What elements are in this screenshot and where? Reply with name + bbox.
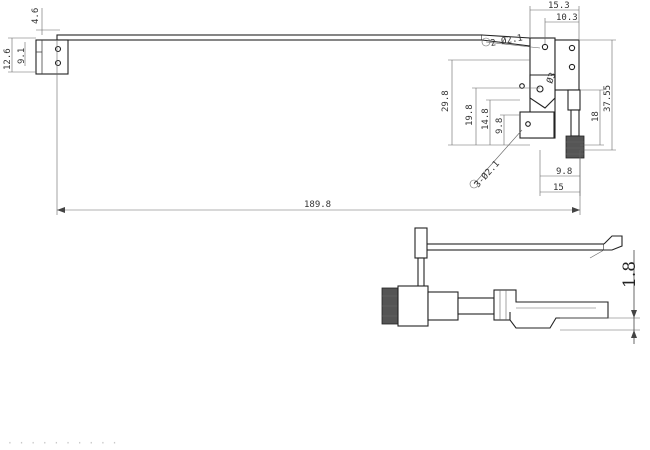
top-view — [35, 34, 585, 159]
hinge-arm-outline — [56, 34, 483, 41]
dim-9-8-vertical: 9.8 — [495, 118, 505, 134]
dim-1-8: 1.8 — [620, 261, 640, 288]
side-view: 1.8 — [381, 227, 640, 344]
dim-15-3: 15.3 — [548, 1, 570, 11]
left-mount-hole-2 — [54, 59, 62, 67]
left-mount-tab — [35, 39, 69, 75]
dim-15: 15 — [553, 183, 564, 193]
dim-9-1: 9.1 — [17, 48, 27, 64]
dim-phi3: Ø3 — [544, 71, 558, 85]
dim-9-8-horizontal: 9.8 — [556, 167, 572, 177]
dim-hole-top: 2-Ø2.1 — [490, 32, 524, 48]
dim-29-8: 29.8 — [441, 90, 451, 112]
dim-10-3: 10.3 — [556, 13, 578, 23]
left-mount-hole-1 — [54, 45, 62, 53]
right-mount-hole-1 — [541, 43, 549, 51]
footer-caption: · · · · · · · · · · — [8, 436, 119, 450]
dim-37-55: 37.55 — [603, 85, 613, 112]
dim-12-6: 12.6 — [3, 48, 13, 70]
dim-hole-bottom: 3-Ø2.1 — [472, 158, 502, 190]
dim-4-6: 4.6 — [31, 8, 41, 24]
pivot-hole — [536, 85, 544, 93]
dimension-lines — [8, 6, 616, 215]
dim-19-8: 19.8 — [465, 104, 475, 126]
dim-18: 18 — [591, 111, 601, 122]
dimension-labels: 4.6 12.6 9.1 15.3 10.3 2-Ø2.1 Ø3 29.8 19… — [3, 1, 613, 210]
dim-14-8: 14.8 — [481, 108, 491, 130]
dim-189-8: 189.8 — [304, 200, 331, 210]
